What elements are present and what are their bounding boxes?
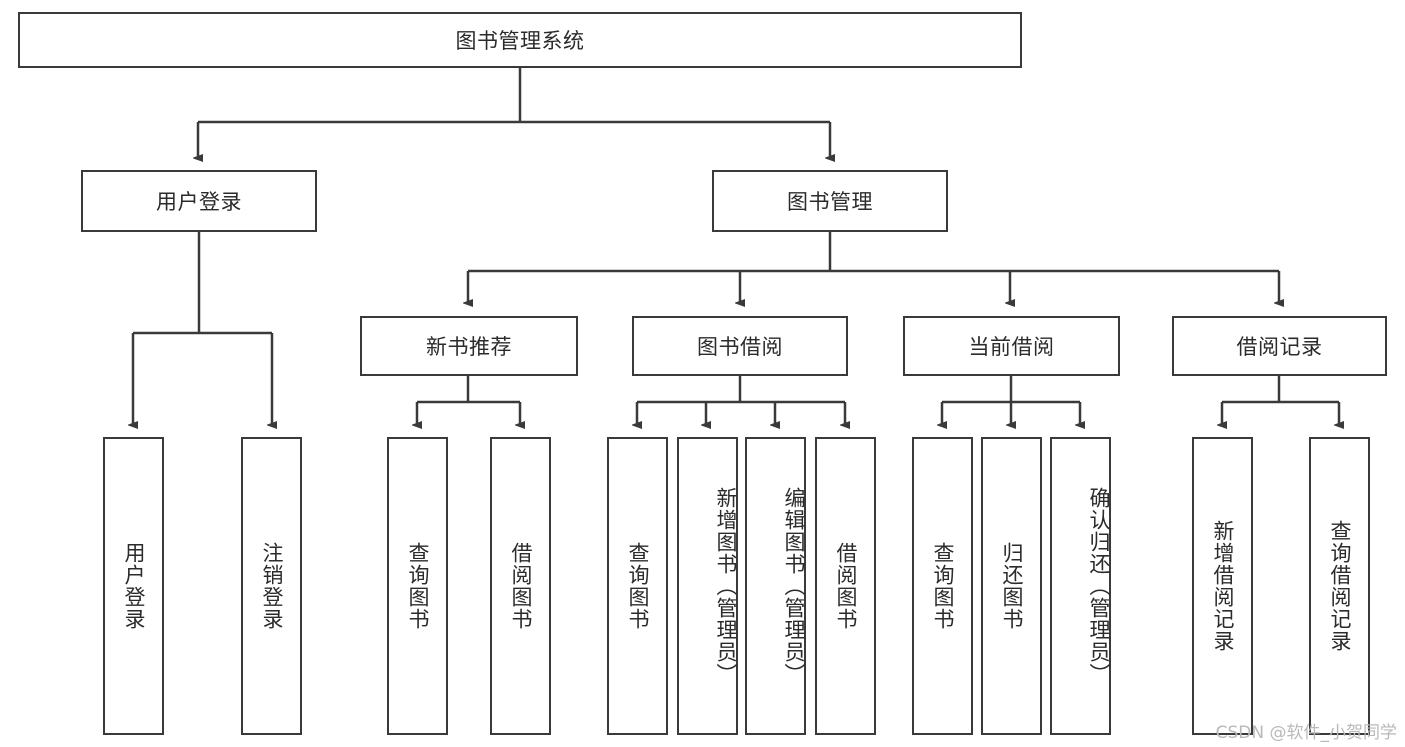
node-leaf-borrow-book-2[interactable]: 借阅图书 <box>815 437 876 735</box>
edges-currentborrow-to-leaves <box>942 376 1080 425</box>
node-user-login-label: 用户登录 <box>156 190 242 214</box>
node-current-borrow-label: 当前借阅 <box>968 335 1055 359</box>
node-leaf-borrow-book-1-label: 借阅图书 <box>509 542 533 630</box>
node-book-borrow-label: 图书借阅 <box>697 335 783 359</box>
node-leaf-borrow-book-1[interactable]: 借阅图书 <box>490 437 551 735</box>
node-leaf-add-record[interactable]: 新增借阅记录 <box>1192 437 1253 735</box>
node-new-book-rec-label: 新书推荐 <box>426 335 512 359</box>
node-leaf-add-book-label: 新增图书（管理员） <box>714 487 738 685</box>
node-leaf-confirm-return[interactable]: 确认归还（管理员） <box>1050 437 1111 735</box>
node-leaf-edit-book-label: 编辑图书（管理员） <box>782 487 806 685</box>
node-leaf-add-record-label: 新增借阅记录 <box>1211 520 1235 652</box>
node-leaf-query-book-3-label: 查询图书 <box>931 542 955 630</box>
node-leaf-return-book[interactable]: 归还图书 <box>981 437 1042 735</box>
node-leaf-query-record[interactable]: 查询借阅记录 <box>1309 437 1370 735</box>
node-leaf-logout-label: 注销登录 <box>260 542 284 630</box>
node-current-borrow[interactable]: 当前借阅 <box>903 316 1120 376</box>
node-leaf-borrow-book-2-label: 借阅图书 <box>834 542 858 630</box>
csdn-watermark: CSDN @软件_小贺同学 <box>1215 723 1397 743</box>
node-borrow-record-label: 借阅记录 <box>1236 335 1323 359</box>
node-leaf-user-login-label: 用户登录 <box>122 542 146 630</box>
edges-root-to-level1 <box>198 68 830 158</box>
node-leaf-query-book-3[interactable]: 查询图书 <box>912 437 973 735</box>
edges-newbook-to-leaves <box>417 376 520 425</box>
edges-userlogin-to-leaves <box>133 232 272 425</box>
node-root-label: 图书管理系统 <box>455 29 585 53</box>
edges-bookmanage-to-level2 <box>468 232 1279 303</box>
node-book-manage[interactable]: 图书管理 <box>712 170 948 232</box>
node-leaf-user-login[interactable]: 用户登录 <box>103 437 164 735</box>
node-leaf-add-book[interactable]: 新增图书（管理员） <box>677 437 738 735</box>
edges-bookborrow-to-leaves <box>637 376 845 425</box>
node-new-book-rec[interactable]: 新书推荐 <box>360 316 578 376</box>
node-borrow-record[interactable]: 借阅记录 <box>1172 316 1387 376</box>
node-leaf-confirm-return-label: 确认归还（管理员） <box>1087 487 1111 685</box>
node-root[interactable]: 图书管理系统 <box>18 12 1022 68</box>
node-user-login[interactable]: 用户登录 <box>81 170 317 232</box>
edges-borrowrecord-to-leaves <box>1222 376 1339 425</box>
node-leaf-logout[interactable]: 注销登录 <box>241 437 302 735</box>
node-leaf-edit-book[interactable]: 编辑图书（管理员） <box>745 437 806 735</box>
node-leaf-query-book-1-label: 查询图书 <box>406 542 430 630</box>
node-leaf-query-book-1[interactable]: 查询图书 <box>387 437 448 735</box>
node-leaf-query-book-2[interactable]: 查询图书 <box>607 437 668 735</box>
node-book-borrow[interactable]: 图书借阅 <box>632 316 848 376</box>
node-leaf-query-book-2-label: 查询图书 <box>626 542 650 630</box>
node-leaf-return-book-label: 归还图书 <box>1000 542 1024 630</box>
node-leaf-query-record-label: 查询借阅记录 <box>1328 520 1352 652</box>
node-book-manage-label: 图书管理 <box>787 190 873 214</box>
